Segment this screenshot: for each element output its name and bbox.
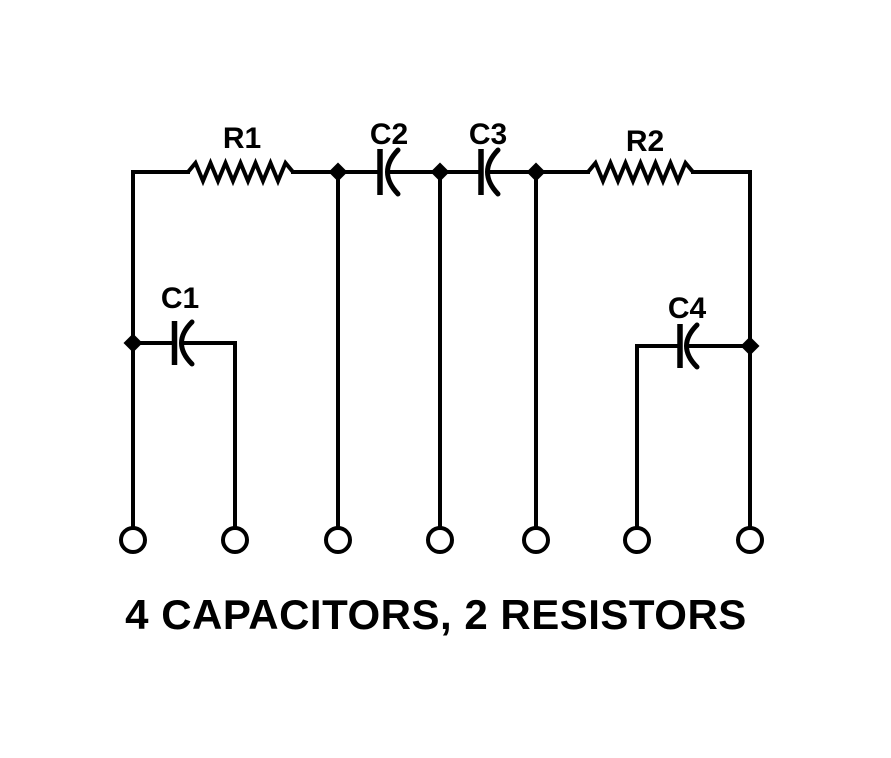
wire-right-vertical xyxy=(691,170,752,530)
wire-c1-right-drop xyxy=(180,341,237,530)
label-c4: C4 xyxy=(668,292,707,325)
label-c1: C1 xyxy=(161,282,199,315)
junction-dot-c2-c3 xyxy=(430,162,450,182)
label-r1: R1 xyxy=(223,122,261,155)
junction-dot-c1 xyxy=(123,333,143,353)
diagram-title: 4 CAPACITORS, 2 RESISTORS xyxy=(125,591,747,638)
terminal-circle-3 xyxy=(324,526,352,554)
wire-left-vertical xyxy=(131,170,190,530)
wire-c4-left-drop xyxy=(635,344,680,530)
resistor-r2-symbol xyxy=(586,157,695,187)
terminal-circle-5 xyxy=(522,526,550,554)
label-c2: C2 xyxy=(370,118,408,151)
junction-dot-r1-c2 xyxy=(328,162,348,182)
junction-dot-c3-r2 xyxy=(526,162,546,182)
label-c3: C3 xyxy=(469,118,507,151)
terminal-circle-2 xyxy=(221,526,249,554)
terminal-circle-7 xyxy=(736,526,764,554)
junction-dot-c4 xyxy=(740,336,760,356)
terminal-circle-6 xyxy=(623,526,651,554)
label-r2: R2 xyxy=(626,125,664,158)
terminal-circle-1 xyxy=(119,526,147,554)
terminal-circle-4 xyxy=(426,526,454,554)
resistor-r1-symbol xyxy=(186,157,295,187)
